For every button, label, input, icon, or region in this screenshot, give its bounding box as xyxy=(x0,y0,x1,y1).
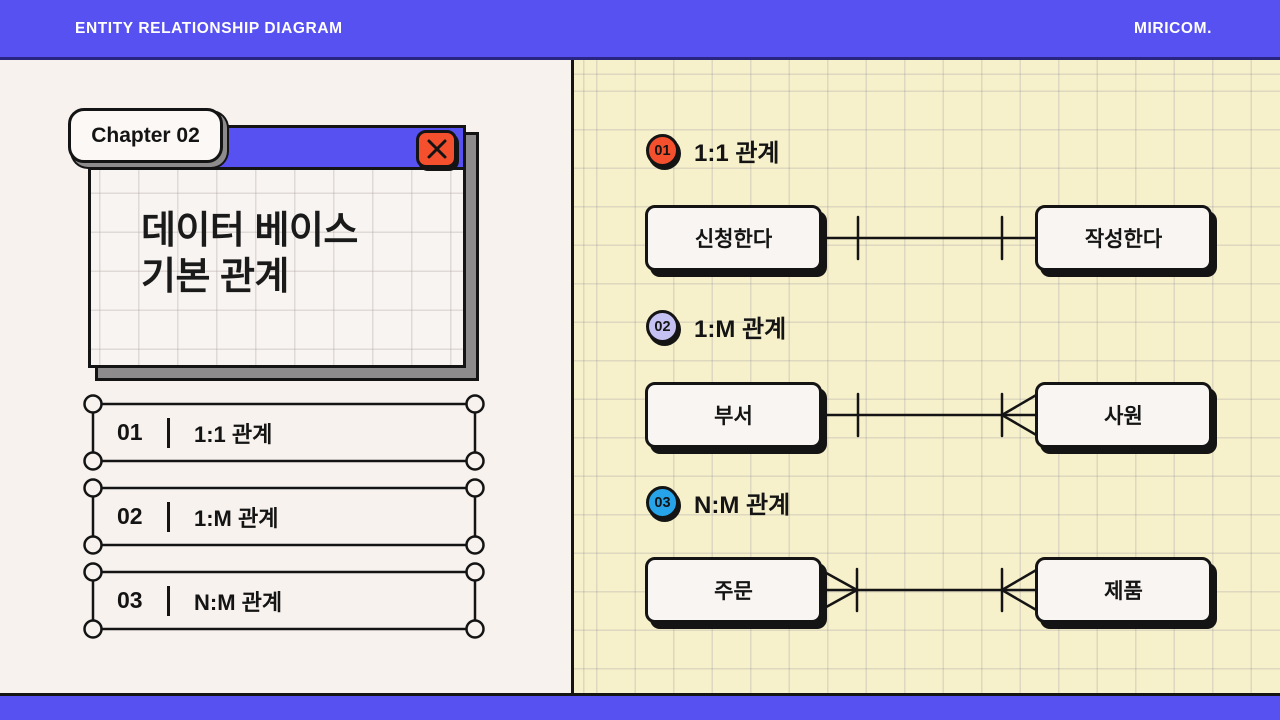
section-header-2: 02 1:M 관계 xyxy=(646,309,786,344)
section-title-2: 1:M 관계 xyxy=(694,316,787,343)
section-badge-1: 01 xyxy=(646,134,679,167)
divider xyxy=(167,417,170,448)
section-header-1: 01 1:1 관계 xyxy=(646,133,780,168)
section-title-1: 1:1 관계 xyxy=(694,140,780,167)
toc-frame xyxy=(83,394,485,471)
main-title-line2: 기본 관계 xyxy=(141,256,289,299)
slide-title: ENTITY RELATIONSHIP DIAGRAM xyxy=(75,19,343,37)
section-header-3: 03 N:M 관계 xyxy=(646,485,790,520)
window-body: 데이터 베이스 기본 관계 xyxy=(91,170,463,365)
section-badge-3: 03 xyxy=(646,486,679,519)
connector-many-to-many xyxy=(817,567,1040,613)
connector-one-to-many xyxy=(820,392,1040,438)
divider xyxy=(167,585,170,616)
main-title-line1: 데이터 베이스 xyxy=(141,210,358,252)
toc-label: 1:1 관계 xyxy=(194,421,273,447)
toc-frame xyxy=(83,478,485,555)
toc-item-1: 01 1:1 관계 xyxy=(83,394,485,471)
entity-box: 부서 xyxy=(645,382,822,448)
bottom-banner xyxy=(0,693,1280,720)
toc-number: 03 xyxy=(117,587,143,613)
divider xyxy=(167,501,170,532)
top-banner: ENTITY RELATIONSHIP DIAGRAM MIRICOM. xyxy=(0,0,1280,60)
section-title-3: N:M 관계 xyxy=(694,492,791,519)
entity-box: 사원 xyxy=(1035,382,1212,448)
toc-label: N:M 관계 xyxy=(194,589,283,615)
left-panel: Chapter 02 데이터 베이스 기본 관계 xyxy=(0,60,571,693)
retro-window: Chapter 02 데이터 베이스 기본 관계 xyxy=(68,108,466,368)
close-icon xyxy=(427,139,446,159)
toc-item-3: 03 N:M 관계 xyxy=(83,562,485,639)
toc-list: 01 1:1 관계 02 xyxy=(83,394,485,689)
toc-content: 03 N:M 관계 xyxy=(93,572,475,629)
toc-frame xyxy=(83,562,485,639)
chapter-tab: Chapter 02 xyxy=(68,108,223,163)
er-row-many-to-many: 주문 제품 xyxy=(574,557,1280,623)
entity-box: 작성한다 xyxy=(1035,205,1212,271)
toc-item-2: 02 1:M 관계 xyxy=(83,478,485,555)
toc-content: 02 1:M 관계 xyxy=(93,488,475,545)
toc-number: 02 xyxy=(117,503,143,529)
er-row-one-to-many: 부서 사원 xyxy=(574,382,1280,448)
entity-box: 제품 xyxy=(1035,557,1212,623)
connector-one-to-one xyxy=(820,215,1037,261)
chapter-tab-label: Chapter 02 xyxy=(91,123,200,147)
close-button[interactable] xyxy=(416,130,457,168)
toc-label: 1:M 관계 xyxy=(194,505,279,531)
toc-number: 01 xyxy=(117,419,143,445)
er-row-one-to-one: 신청한다 작성한다 xyxy=(574,205,1280,271)
entity-box: 신청한다 xyxy=(645,205,822,271)
toc-content: 01 1:1 관계 xyxy=(93,404,475,461)
section-badge-2: 02 xyxy=(646,310,679,343)
diagram-panel: 01 1:1 관계 신청한다 작성한다 02 1:M 관계 xyxy=(571,60,1280,693)
brand-logo: MIRICOM. xyxy=(1134,19,1212,37)
main-title: 데이터 베이스 기본 관계 xyxy=(141,208,463,301)
entity-box: 주문 xyxy=(645,557,822,623)
